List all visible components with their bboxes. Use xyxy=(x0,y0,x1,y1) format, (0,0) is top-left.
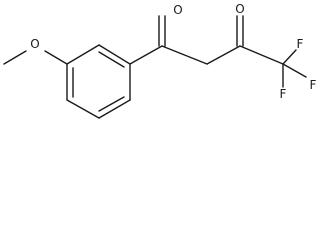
bond-carbonyl-to-ch2 xyxy=(161,45,208,65)
bond-ring-c2-c3 xyxy=(98,44,131,65)
bond-c-f-right xyxy=(282,63,307,78)
bond-ring-inner-1 xyxy=(98,51,125,68)
fluorine-upper-label: F xyxy=(297,37,304,51)
bond-ring-to-carbonyl xyxy=(129,45,163,65)
fluorine-right-label: F xyxy=(310,78,317,92)
bond-ring-inner-2 xyxy=(98,96,125,112)
methoxy-oxygen-label: O xyxy=(30,37,39,51)
bond-ch2-to-carbonyl2 xyxy=(206,45,241,65)
bond-methoxy-o-ring xyxy=(44,50,68,65)
ketone2-oxygen-label: O xyxy=(235,2,244,16)
bond-ring-c5-c6 xyxy=(66,99,100,119)
bond-methyl-methoxy-o xyxy=(3,50,27,65)
bond-ring-c4-c5 xyxy=(98,99,131,119)
fluorine-lower-label: F xyxy=(280,87,287,101)
chemical-structure: O O O F F F xyxy=(3,2,317,119)
bond-c-f-upper xyxy=(282,49,297,65)
ketone-oxygen-label: O xyxy=(173,3,182,17)
bond-carbonyl2-to-cf3 xyxy=(239,45,284,65)
bond-ring-c1-c2 xyxy=(66,44,100,65)
